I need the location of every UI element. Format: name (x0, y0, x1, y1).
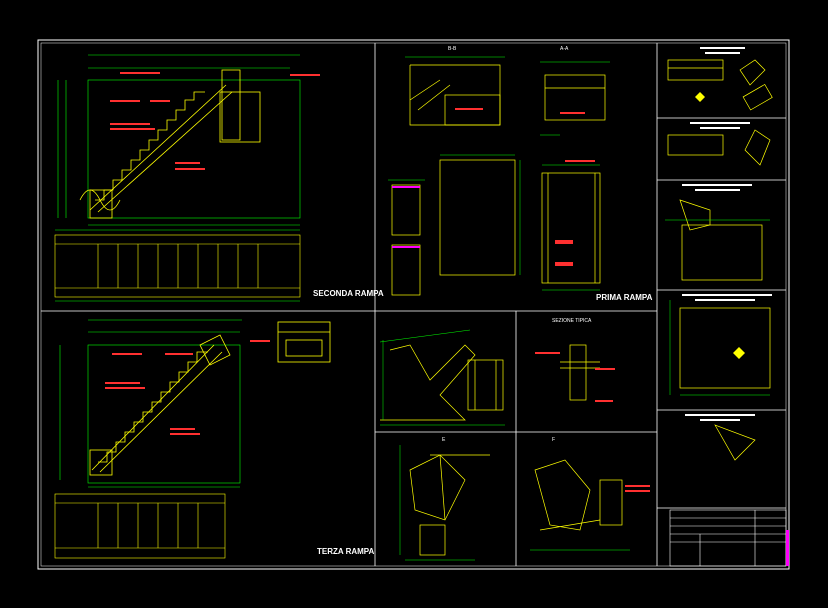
section-aa-title: A-A (560, 46, 569, 52)
view-seconda-rampa: SECONDA RAMPA (54, 54, 384, 302)
terza-rampa-title: TERZA RAMPA (317, 547, 375, 556)
section-bb-title: B-B (448, 46, 457, 52)
detail-e-title: E (442, 437, 446, 443)
panel-dividers (41, 43, 786, 566)
right-detail-column (665, 47, 773, 461)
view-sezione-tipica: SEZIONE TIPICA (535, 318, 615, 402)
prima-rampa-title: PRIMA RAMPA (596, 293, 653, 302)
title-block (669, 509, 789, 567)
seconda-rampa-title: SECONDA RAMPA (313, 289, 384, 298)
view-prima-rampa: B-B A-A (388, 46, 653, 302)
view-detail-f: F (530, 437, 650, 551)
sezione-tipica-title: SEZIONE TIPICA (552, 318, 592, 324)
view-terza-rampa: TERZA RAMPA (54, 319, 375, 559)
sheet-inner-border (40, 42, 787, 567)
detail-f-title: F (552, 437, 555, 443)
view-detail-dd (379, 329, 505, 426)
sheet-border (37, 39, 790, 570)
view-detail-e: E (399, 437, 490, 561)
